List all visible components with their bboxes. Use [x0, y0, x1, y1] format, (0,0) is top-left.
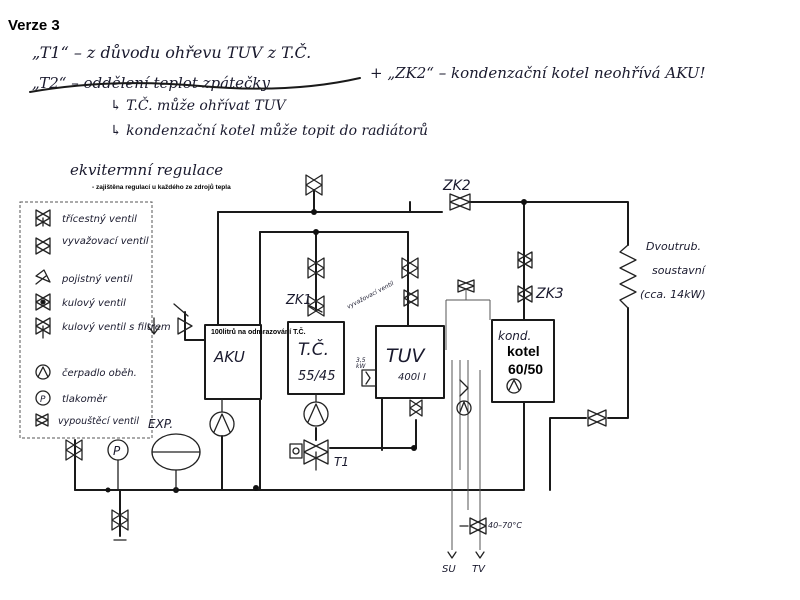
tc-ball-valve	[307, 257, 325, 279]
left-ball-valve	[65, 439, 83, 461]
aku-note-1: 100litrů na odmrazování T.Č.	[211, 327, 306, 336]
tuv-tank	[375, 325, 445, 399]
t1-actuator	[289, 443, 303, 459]
kotel-temp: 60/50	[508, 361, 543, 377]
left-vent-valve	[147, 317, 161, 335]
zk2-label: ZK2	[442, 178, 471, 194]
tuv-pipe-frame	[445, 290, 491, 550]
tc-label: T.Č.	[298, 338, 329, 360]
kotel-pump	[506, 378, 522, 394]
aku-tank	[204, 324, 262, 400]
note-line-3: ↳ T.Č. může ohřívat TUV	[110, 95, 288, 114]
tc-pump	[303, 393, 329, 427]
legend-label: čerpadlo oběh.	[62, 367, 137, 379]
note-line-4: ↳ kondenzační kotel může topit do radiát…	[110, 122, 428, 139]
regulation-subtext: - zajištěna regulací u každého ze zdrojů…	[92, 183, 231, 191]
t1-three-way-valve	[303, 439, 329, 471]
tuv-balance-valve	[403, 289, 419, 307]
tuv-top-valve	[457, 279, 475, 293]
safety-valve-aku	[173, 303, 193, 335]
heater-power: 3,5	[356, 357, 366, 364]
radiator-label-2: soustavní	[652, 264, 707, 277]
outlet-arrows	[447, 551, 485, 559]
piping	[74, 189, 629, 537]
su-label: SU	[442, 564, 456, 575]
manometer-label: P	[113, 444, 121, 458]
tc-temp: 55/45	[298, 369, 335, 384]
heater-unit: kW	[356, 363, 366, 370]
legend-label: kulový ventil s filtrem	[62, 321, 171, 333]
legend-label: kulový ventil	[62, 297, 126, 309]
zk2-valve	[449, 193, 471, 211]
note-line-2: + „ZK2“ – kondenzační kotel neohřívá AKU…	[370, 64, 706, 82]
three-way-valve-icon	[35, 209, 51, 227]
tuv-bottom-valve	[409, 399, 423, 417]
ball-valve-filter-icon	[35, 317, 51, 339]
legend-item: čerpadlo oběh.	[35, 364, 137, 380]
vent-note: vyvažovací ventil	[346, 280, 395, 311]
manometer-icon: P	[35, 390, 51, 406]
expansion-vessel	[151, 433, 201, 491]
legend-label: třícestný ventil	[62, 213, 137, 225]
zk3-label: ZK3	[535, 286, 564, 302]
tv-label: TV	[472, 564, 486, 575]
note-line-1: „T1“ – z důvodu ohřevu TUV z T.Č.	[32, 42, 311, 62]
vent-valve-icon	[35, 237, 51, 255]
manometer	[107, 439, 129, 491]
page-title: Verze 3	[8, 17, 60, 34]
regulation-heading: ekvitermní regulace	[70, 161, 223, 179]
t1-label: T1	[334, 455, 349, 469]
legend-item: třícestný ventil	[35, 209, 137, 227]
legend-item: pojistný ventil	[35, 269, 133, 285]
radiator-valve	[587, 409, 607, 427]
tuv-ball-valve	[401, 257, 419, 279]
junction-dots	[105, 199, 527, 493]
ball-valve-icon	[35, 293, 51, 311]
legend-box: třícestný ventil vyvažovací ventil pojis…	[19, 201, 171, 439]
temp-range-label: 40–70°C	[488, 521, 522, 530]
legend-label: tlakoměr	[62, 393, 108, 405]
aku-label: AKU	[213, 348, 245, 366]
zk3-upper-valve	[517, 251, 533, 269]
pump-icon	[35, 364, 51, 380]
aku-pump	[209, 398, 235, 437]
zk3-valve	[517, 285, 533, 303]
svg-text:P: P	[40, 395, 46, 405]
drain-valve-bottom	[111, 509, 129, 541]
ball-valve-top	[305, 174, 323, 196]
legend-label: vypouštěcí ventil	[58, 416, 139, 427]
radiator-label-3: (cca. 14kW)	[640, 288, 706, 301]
legend-label: pojistný ventil	[61, 273, 133, 285]
legend-item: P tlakoměr	[35, 390, 108, 406]
radiator-coil	[619, 244, 637, 309]
kotel-label: kotel	[507, 343, 540, 359]
legend-item: vypouštěcí ventil	[35, 413, 139, 427]
mixing-valve	[459, 517, 487, 535]
electric-heater	[361, 369, 377, 387]
kotel-hand-label: kond.	[498, 329, 531, 343]
tuv-label: TUV	[386, 345, 427, 367]
legend-item: vyvažovací ventil	[35, 235, 149, 255]
drain-valve-icon	[35, 413, 49, 427]
safety-valve-icon	[35, 269, 51, 285]
tuv-volume: 400l I	[398, 372, 426, 383]
radiator-label-1: Dvoutrub.	[646, 240, 701, 253]
zk1-label: ZK1	[285, 293, 312, 308]
tuv-circulation-pump	[456, 379, 472, 416]
zk1-valve	[307, 295, 325, 317]
legend-item: kulový ventil	[35, 293, 126, 311]
legend-item: kulový ventil s filtrem	[35, 317, 171, 339]
strikethrough-mark	[29, 77, 361, 93]
boiler-unit	[491, 319, 555, 403]
legend-label: vyvažovací ventil	[62, 235, 149, 247]
exp-label: EXP.	[148, 417, 173, 431]
